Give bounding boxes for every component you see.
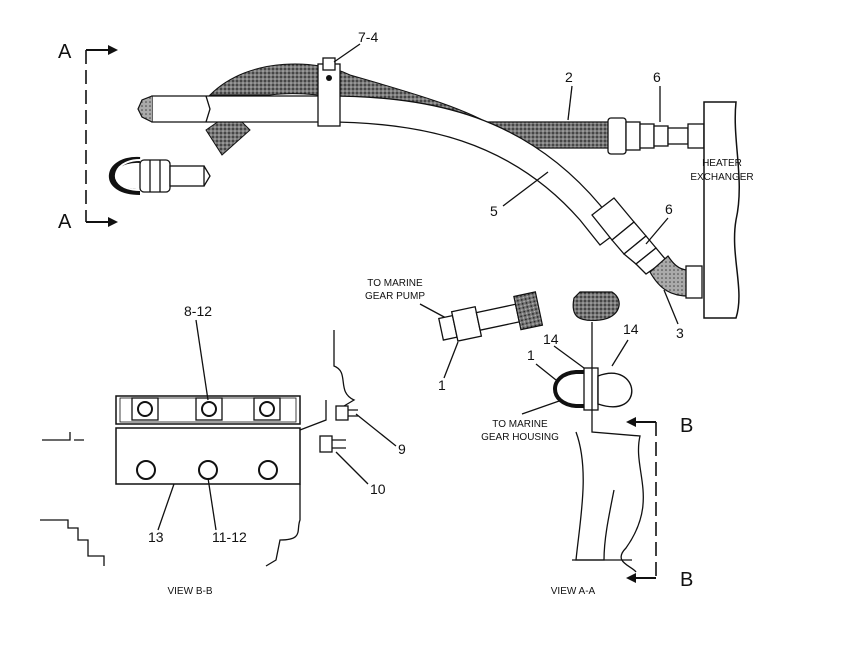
bolt-10	[319, 435, 346, 453]
callout-6-top: 6	[653, 69, 661, 85]
section-line-a: A A	[58, 41, 118, 233]
top-bolts	[131, 397, 281, 421]
section-a-top-label: A	[58, 41, 72, 63]
hose-end-stub	[572, 291, 620, 322]
callout-2: 2	[565, 69, 573, 85]
bolt-9	[335, 405, 358, 421]
callout-14-left: 14	[543, 331, 559, 347]
view-b-b-title: VIEW B-B	[167, 586, 212, 597]
clamp-7-4	[317, 57, 341, 127]
elbow-3	[649, 255, 703, 299]
lower-bolts	[136, 460, 278, 480]
view-a-a-title: VIEW A-A	[551, 586, 596, 597]
pump-fitting-1	[438, 291, 544, 342]
callouts-main: 7-4 2 6 5 6 3	[333, 29, 684, 341]
housing-label-1: TO MARINE	[492, 419, 548, 430]
callout-8-12: 8-12	[184, 303, 212, 319]
heater-label-1: HEATER	[702, 158, 742, 169]
fitting-6-mid	[591, 197, 667, 275]
callout-9: 9	[398, 441, 406, 457]
hose-assembly: HEATER EXCHANGER	[108, 57, 754, 319]
section-line-b: B B	[626, 415, 693, 591]
u-fitting-left	[108, 156, 211, 195]
fitting-6-top	[607, 117, 705, 155]
callout-13: 13	[148, 529, 164, 545]
pump-label-2: GEAR PUMP	[365, 291, 425, 302]
callout-7-4: 7-4	[358, 29, 378, 45]
callout-14-right: 14	[623, 321, 639, 337]
section-b-bottom-label: B	[680, 569, 693, 591]
callout-5: 5	[490, 203, 498, 219]
callout-3: 3	[676, 325, 684, 341]
callout-1-pump: 1	[438, 377, 446, 393]
heater-exchanger: HEATER EXCHANGER	[690, 101, 754, 319]
section-b-top-label: B	[680, 415, 693, 437]
housing-fitting	[553, 367, 633, 411]
callout-10: 10	[370, 481, 386, 497]
heater-label-2: EXCHANGER	[690, 172, 753, 183]
hose-5	[324, 95, 621, 246]
callout-1-housing: 1	[527, 347, 535, 363]
gear-housing-outline	[591, 322, 644, 573]
view-b-b: 8-12 9 10 13 11-12	[40, 303, 406, 567]
view-a-a-parts: TO MARINE GEAR PUMP 1 14 14 1 TO MARINE …	[365, 278, 644, 573]
callout-11-12: 11-12	[212, 529, 247, 545]
callout-6-mid: 6	[665, 201, 673, 217]
hose-main	[151, 95, 326, 123]
housing-label-2: GEAR HOUSING	[481, 432, 559, 443]
section-a-bottom-label: A	[58, 211, 72, 233]
pump-label-1: TO MARINE	[367, 278, 423, 289]
